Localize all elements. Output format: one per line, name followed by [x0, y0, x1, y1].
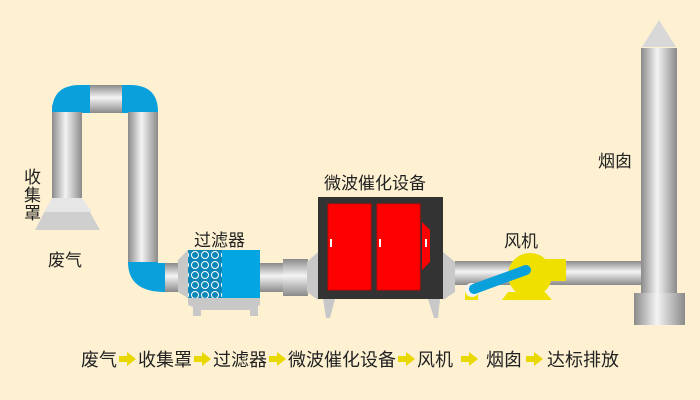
- flow-step: 过滤器: [213, 350, 267, 371]
- process-flow: 废气 收集罩 过滤器 微波催化设备 风机 烟囱 达标排放: [0, 346, 700, 372]
- flow-step: 微波催化设备: [288, 350, 396, 371]
- flow-step: 废气: [81, 350, 117, 371]
- label-exhaust: 废气: [48, 251, 82, 271]
- arrow-icon: [461, 352, 478, 366]
- flow-step: 烟囱: [486, 350, 522, 371]
- flow-step: 达标排放: [547, 350, 619, 371]
- fan: [465, 253, 566, 300]
- arrow-icon: [194, 352, 211, 366]
- chimney: [634, 20, 685, 325]
- label-hood: 收集罩: [20, 168, 40, 222]
- flow-step: 收集罩: [138, 350, 192, 371]
- door-right: [376, 203, 421, 291]
- label-fan: 风机: [504, 232, 538, 252]
- arrow-icon: [269, 352, 286, 366]
- label-filter: 过滤器: [194, 231, 245, 251]
- collection-hood: [35, 85, 165, 292]
- label-catalytic: 微波催化设备: [324, 174, 426, 194]
- door-left: [327, 203, 372, 291]
- filter-unit: [178, 250, 260, 316]
- arrow-icon: [119, 352, 136, 366]
- arrow-icon: [398, 352, 415, 366]
- flow-step: 风机: [417, 350, 453, 371]
- microwave-catalytic-unit: [307, 197, 455, 318]
- arrow-icon: [526, 352, 543, 366]
- label-chimney: 烟囱: [598, 152, 632, 172]
